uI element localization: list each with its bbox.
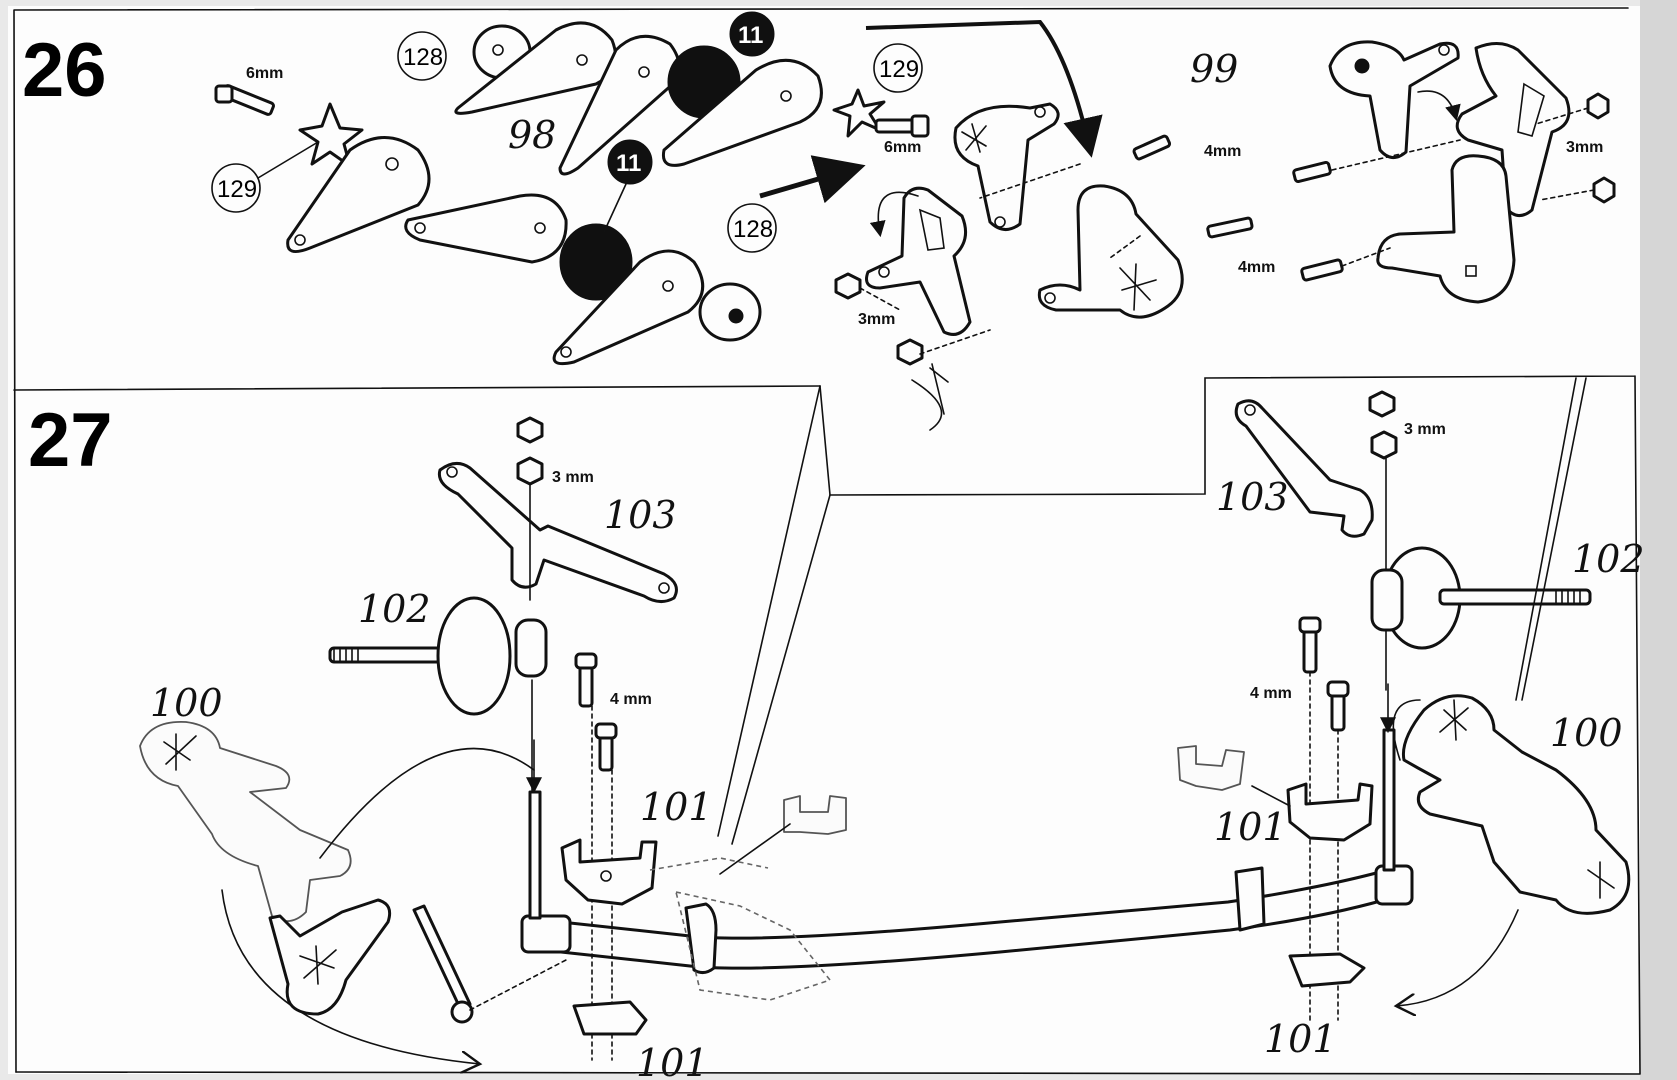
bellcrank-99-upper [953, 102, 1060, 231]
lever-arm-6 [661, 58, 823, 167]
callout-129-left-bubble [211, 163, 261, 213]
part-102-label-left: 102 [358, 587, 431, 631]
screw-6mm-right [874, 114, 930, 138]
callout-128-lower: 128 [733, 216, 773, 243]
callout-11-lower-bubble [607, 139, 653, 185]
washer-11-lower [559, 223, 633, 301]
bracket-ghost-right [1177, 745, 1245, 791]
step-26-exploded-view: 6mm 129 11 128 128 [211, 11, 1616, 431]
step-27-number: 27 [28, 398, 113, 483]
callout-128-top: 128 [403, 44, 443, 71]
step-26-frame [13, 7, 1629, 1073]
beam-mount-pad-right [1234, 866, 1266, 932]
clamp-101-right-upper [1286, 782, 1374, 842]
bellcrank-99-lower [1037, 184, 1184, 319]
dim-6mm-right: 6mm [884, 139, 921, 156]
beam-boss-left [520, 914, 572, 954]
dim-3mm-left: 3 mm [552, 469, 594, 486]
dim-4mm-99b: 4mm [1238, 259, 1275, 276]
steer-arc-left [221, 889, 480, 1064]
callout-128-top-bubble [397, 31, 447, 81]
lever-arm-3 [552, 249, 705, 366]
right-scan-edge [1640, 0, 1677, 1080]
lever-arm-2 [404, 193, 568, 264]
dim-3mm-right: 3mm [1566, 139, 1603, 156]
hub-carrier-100-left [139, 721, 352, 922]
kingpin-right [1382, 728, 1396, 872]
callout-11-top: 11 [738, 22, 763, 49]
star-hub-right [832, 88, 886, 138]
callout-11-top-bubble [729, 11, 775, 57]
steering-arm-103-left [437, 462, 678, 603]
nut-3mm-left-top [516, 416, 544, 444]
callout-129-right: 129 [879, 56, 919, 83]
dim-3mm-99: 3mm [858, 311, 895, 328]
clamp-101-right-lower [1288, 952, 1366, 988]
dim-6mm-left: 6mm [246, 65, 283, 82]
bracket-ghost-left [783, 795, 847, 835]
callout-129-left: 129 [217, 176, 257, 203]
nut-3mm-left-lock [516, 456, 544, 486]
nut-right-b [1592, 176, 1616, 204]
dim-3mm-right-27: 3 mm [1404, 421, 1446, 438]
part-102-label-right: 102 [1572, 537, 1645, 581]
nut-3mm-99a [834, 272, 862, 300]
step-27-exploded-view: 103 3 mm 102 4 mm 101 101 100 [139, 377, 1645, 1080]
lever-arm-1 [286, 136, 431, 254]
beam-boss-right [1374, 864, 1414, 906]
kingpin-left [528, 790, 542, 920]
dim-4mm-left: 4 mm [610, 691, 652, 708]
brake-disc-102-left [436, 596, 512, 716]
screw-right-a [1292, 160, 1332, 184]
assembly-arrow-left [759, 155, 866, 204]
steering-arm-103-right [1234, 399, 1374, 538]
rotation-arrow-99 [869, 191, 919, 238]
step-26-number: 26 [22, 28, 107, 113]
steer-arc-right [1396, 909, 1519, 1006]
star-hub-left [298, 102, 364, 168]
part-101-label-right-lower: 101 [1264, 1017, 1337, 1061]
kingpin-boss-102-right [1370, 568, 1404, 632]
screw-6mm-left [214, 84, 275, 116]
assembly-arrow-top [865, 19, 1103, 158]
page-paper [8, 6, 1663, 1074]
callout-128-lower-bubble [727, 203, 777, 253]
part-98-label: 98 [508, 113, 556, 157]
bracket-right [1455, 42, 1571, 217]
nut-3mm-right-top [1368, 390, 1396, 418]
screw-4mm-99a [1132, 134, 1172, 161]
part-100-label-right: 100 [1550, 711, 1623, 755]
part-101-label-left-lower: 101 [636, 1041, 709, 1080]
callout-11-lower: 11 [616, 150, 641, 177]
beam-mount-pad-left [684, 902, 718, 975]
part-101-label-left-upper: 101 [640, 785, 713, 829]
part-103-label-left: 103 [604, 493, 677, 537]
bellcrank-right-lower [1376, 154, 1516, 304]
dim-4mm-right-27: 4 mm [1250, 685, 1292, 702]
leader-lines [717, 377, 1587, 845]
part-100-label-left: 100 [150, 681, 223, 725]
kingpin-boss-102-left [514, 618, 548, 678]
rotation-arrow-right [1417, 90, 1461, 122]
screw-4mm-99b [1206, 216, 1254, 239]
step-27-frame [15, 375, 1641, 1075]
clamp-101-left-lower [572, 1000, 648, 1036]
dim-4mm-99a: 4mm [1204, 143, 1241, 160]
nut-3mm-99b [896, 338, 924, 366]
bellcrank-99-bracket [865, 186, 972, 336]
nut-3mm-right-lock [1370, 430, 1398, 460]
stub-axle-102-right [1438, 588, 1592, 606]
hub-carrier-100-right [1401, 694, 1631, 915]
nut-right-a [1586, 92, 1610, 120]
part-99-label: 99 [1190, 47, 1238, 91]
part-103-label-right: 103 [1216, 475, 1289, 519]
part-101-label-right-upper: 101 [1214, 805, 1287, 849]
screw-right-b [1300, 258, 1344, 282]
callout-129-right-bubble [873, 43, 923, 93]
